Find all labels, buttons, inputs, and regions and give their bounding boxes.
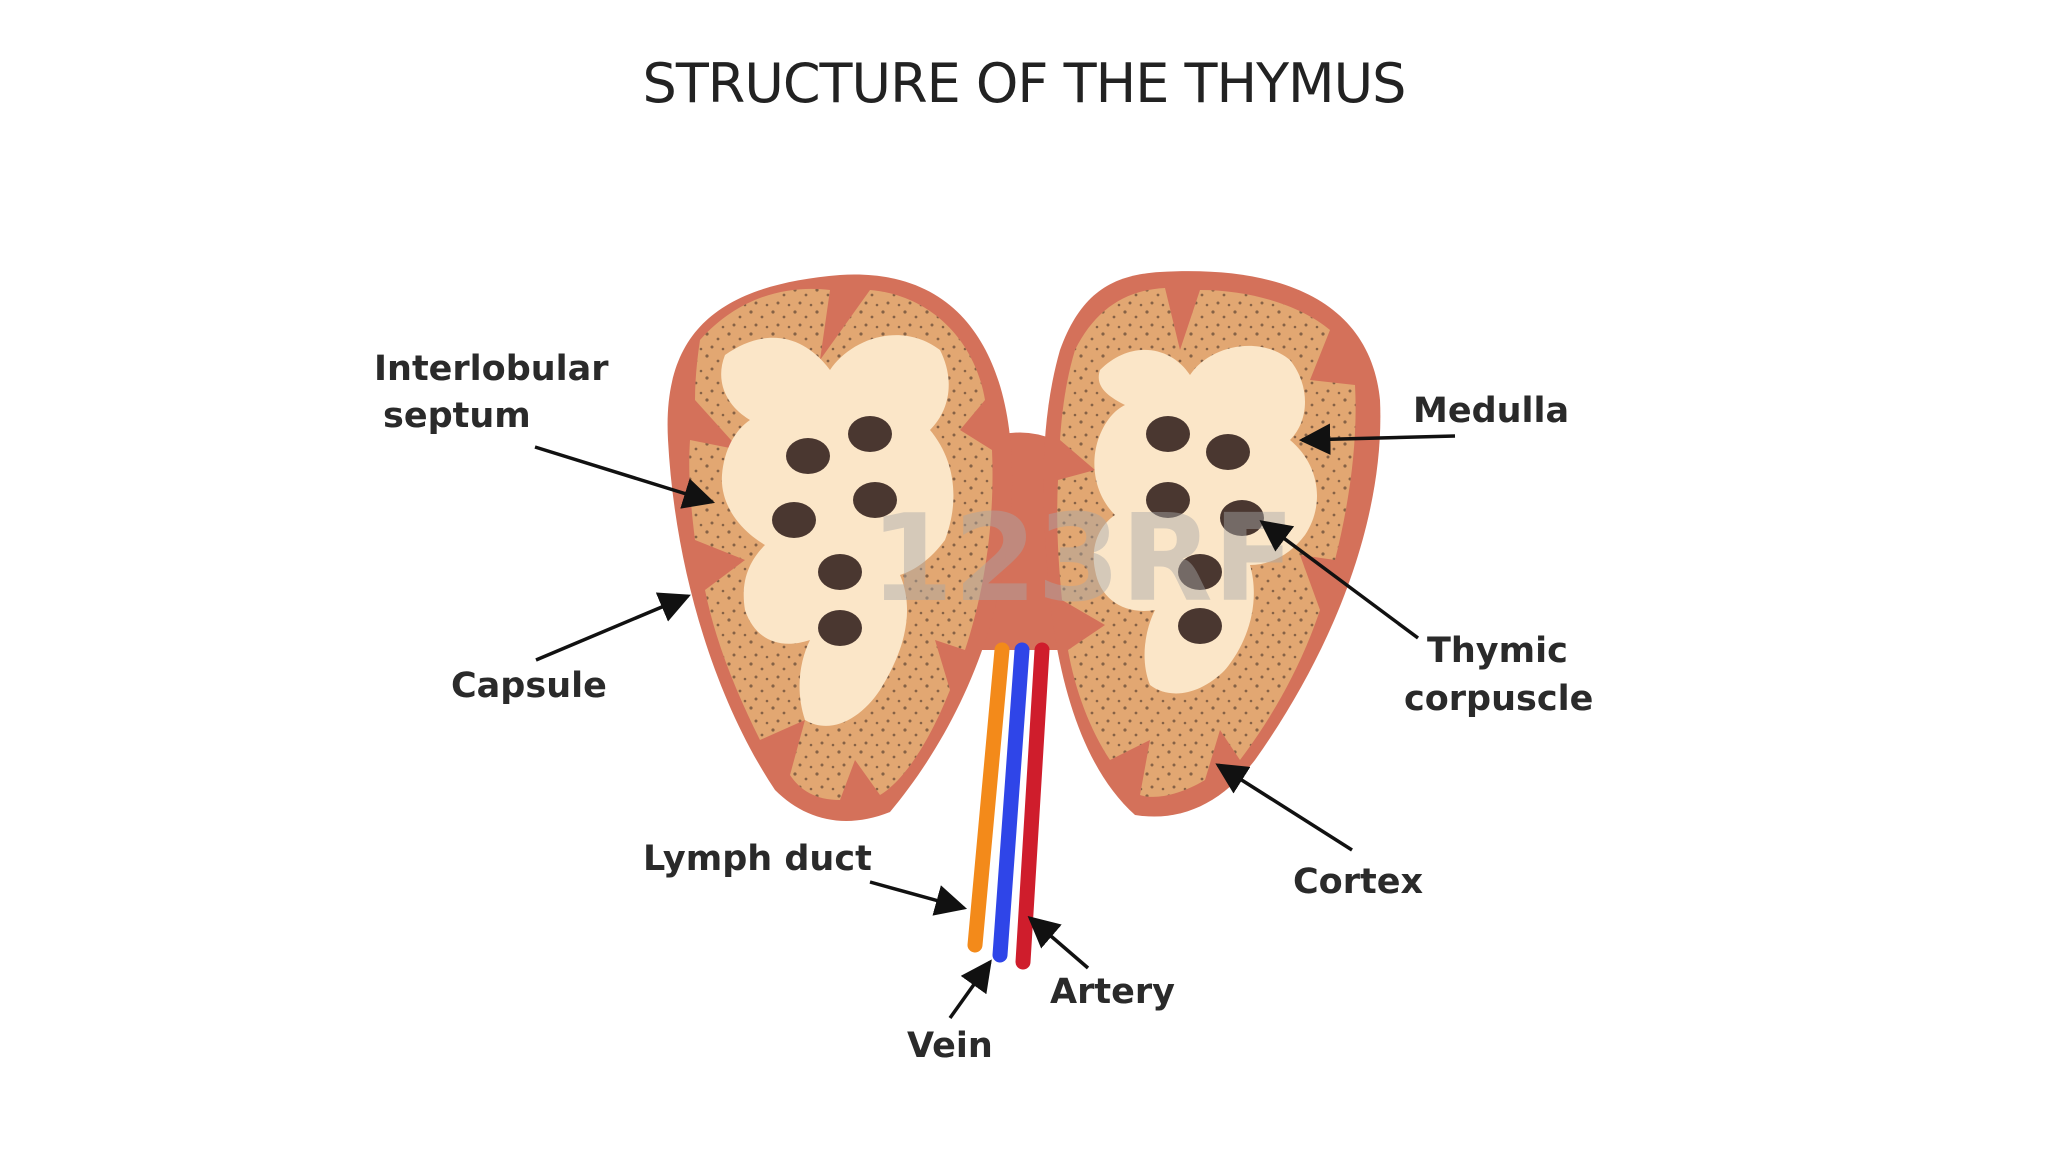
medulla-arrow [1298,423,1456,456]
cortex-label: Cortex [1293,862,1423,902]
medulla-label: Medulla [1413,391,1569,431]
thymic-corpuscle [1206,434,1250,470]
artery-vessel [1015,642,1050,970]
capsule-label: Capsule [451,666,607,706]
interlobular-septum-arrow [534,445,716,509]
capsule-arrow [535,592,691,662]
cortex-arrow [1215,763,1353,852]
diagram-title: STRUCTURE OF THE THYMUS [642,52,1407,115]
thymic-corpuscle [848,416,892,452]
artery-label: Artery [1050,972,1175,1012]
thymic-corpuscle [1146,416,1190,452]
vein-vessel [992,642,1030,963]
thymic-corpuscle [1178,554,1222,590]
interlobular-septum-label-line2: septum [383,396,531,436]
thymic-corpuscle [853,482,897,518]
thymic-corpuscle [1178,608,1222,644]
thymic-corpuscle [1220,500,1264,536]
vessels [967,642,1050,970]
left-lobe-medulla [721,335,954,726]
vein-label: Vein [907,1026,993,1066]
pointer-arrows [534,423,1456,1020]
left-lobe [667,274,1013,821]
lymph-duct-arrow [869,880,968,916]
vein-arrow [948,959,992,1020]
right-lobe [1043,271,1381,817]
thymic-corpuscle-arrow [1259,520,1420,640]
left-thymic-corpuscles [772,416,897,646]
lymph-duct-label: Lymph duct [643,839,872,879]
right-thymic-corpuscles [1146,416,1264,644]
artery-arrow [1027,915,1090,970]
lymph-duct-vessel [967,642,1010,953]
interlobular-septum-label-line1: Interlobular [374,349,609,389]
thymic-corpuscle [772,502,816,538]
thymic-corpuscle [1146,482,1190,518]
thymic-corpuscle [818,554,862,590]
thymic-corpuscle-label-line1: Thymic [1427,631,1568,671]
thymic-corpuscle [786,438,830,474]
thymic-corpuscle [818,610,862,646]
thymic-corpuscle-label-line2: corpuscle [1404,679,1593,719]
labels: Interlobular septum Capsule Medulla Thym… [374,349,1593,1066]
watermark: 123RF [870,490,1295,629]
